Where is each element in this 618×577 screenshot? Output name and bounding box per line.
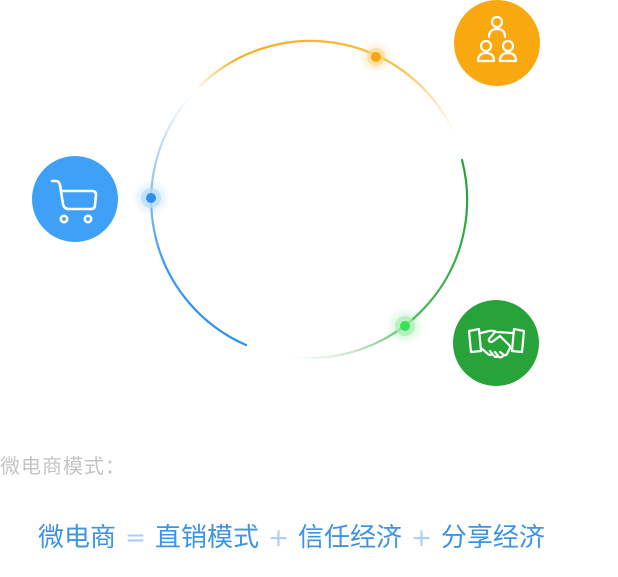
ring-arc-orange	[198, 39, 457, 137]
formula-term-direct-sales: 直销模式	[154, 523, 259, 553]
ring-dot-green	[386, 307, 424, 345]
cycle-diagram	[32, 0, 540, 386]
people-icon	[476, 15, 518, 63]
shopping-cart-icon	[50, 179, 98, 224]
ring-dot-orange	[359, 40, 393, 74]
people-node	[454, 0, 540, 86]
formula-subject: 微电商	[38, 523, 117, 553]
handshake-node	[453, 300, 539, 386]
ring-arc-green	[290, 158, 469, 359]
ring-dot-blue	[132, 179, 170, 217]
formula-plus-1: +	[267, 523, 289, 552]
cart-node	[32, 156, 118, 242]
formula-term-sharing-economy: 分享经济	[440, 523, 545, 553]
handshake-icon	[467, 327, 526, 359]
ring-arc-blue	[150, 88, 248, 347]
mode-caption: 微电商模式：	[0, 454, 126, 478]
formula-equals: =	[125, 523, 146, 552]
formula: 微电商 = 直销模式 + 信任经济 + 分享经济	[38, 517, 545, 554]
formula-term-trust-economy: 信任经济	[297, 523, 402, 553]
formula-plus-2: +	[410, 523, 432, 552]
